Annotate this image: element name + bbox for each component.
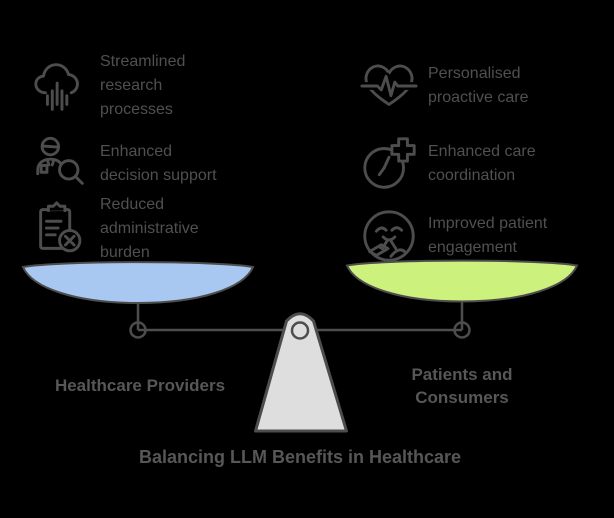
clock-plus-icon (358, 133, 420, 195)
clipboard-x-icon (30, 198, 92, 260)
left-side-label: Healthcare Providers (54, 376, 226, 395)
benefit-item-care-coordination: Enhanced care coordination (358, 133, 598, 195)
diagram-title: Balancing LLM Benefits in Healthcare (138, 447, 462, 467)
pivot-circle (290, 321, 310, 340)
right-pan (345, 259, 579, 303)
benefit-text: Enhanced care coordination (428, 143, 536, 184)
benefit-text: Streamlined research processes (100, 53, 186, 118)
benefit-text: Personalised proactive care (428, 65, 529, 106)
benefit-item-proactive-care: Personalised proactive care (358, 55, 598, 117)
left-pan (21, 261, 255, 305)
right-side-label: Patients and Consumers (411, 365, 513, 407)
cloud-research-icon (30, 55, 92, 117)
person-search-icon (30, 133, 92, 195)
benefit-item-streamlined-research: Streamlined research processes (30, 50, 270, 122)
benefit-item-patient-engagement: Improved patient engagement (358, 205, 598, 267)
right-hinge-circle (453, 321, 471, 339)
benefit-text: Improved patient engagement (428, 215, 548, 256)
fulcrum (254, 312, 348, 433)
benefit-item-admin-burden: Reduced administrative burden (30, 193, 270, 265)
benefit-text: Enhanced decision support (100, 143, 217, 184)
heart-pulse-icon (358, 55, 420, 117)
benefit-item-decision-support: Enhanced decision support (30, 133, 270, 195)
patient-engagement-icon (358, 205, 420, 267)
benefit-text: Reduced administrative burden (100, 196, 199, 261)
left-hinge-circle (129, 321, 147, 339)
